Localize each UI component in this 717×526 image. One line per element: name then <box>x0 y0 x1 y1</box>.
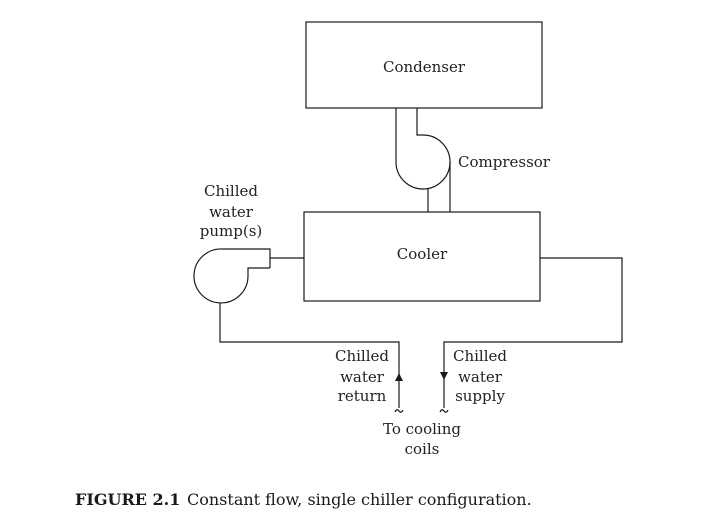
svg-text:water: water <box>340 368 385 386</box>
caption-number: FIGURE 2.1 <box>75 490 180 509</box>
pump-label: Chilled water pump(s) <box>200 182 263 240</box>
coils-label: To cooling coils <box>383 420 461 458</box>
condenser-box <box>305 21 543 109</box>
pump-icon <box>193 248 271 304</box>
svg-text:water: water <box>209 203 254 221</box>
return-label: Chilled water return <box>335 347 389 405</box>
svg-text:pump(s): pump(s) <box>200 222 263 240</box>
compressor-label: Compressor <box>458 153 551 171</box>
svg-text:To cooling: To cooling <box>383 420 461 438</box>
supply-break-icon <box>439 409 449 413</box>
compressor-icon <box>395 108 451 212</box>
svg-text:Chilled: Chilled <box>335 347 389 365</box>
svg-text:Chilled: Chilled <box>204 182 258 200</box>
cooler-label: Cooler <box>397 245 448 263</box>
supply-arrow-icon <box>440 372 448 380</box>
figure-caption: FIGURE 2.1 Constant flow, single chiller… <box>75 490 532 509</box>
svg-text:coils: coils <box>405 440 440 458</box>
svg-text:supply: supply <box>455 387 505 405</box>
svg-text:water: water <box>458 368 503 386</box>
supply-label: Chilled water supply <box>453 347 507 405</box>
cooler-box <box>303 211 541 302</box>
return-arrow-icon <box>395 373 403 381</box>
caption-text: Constant flow, single chiller configurat… <box>187 490 532 509</box>
svg-text:Chilled: Chilled <box>453 347 507 365</box>
supply-pipe <box>443 257 623 408</box>
svg-text:return: return <box>338 387 387 405</box>
return-break-icon <box>394 409 404 413</box>
condenser-label: Condenser <box>383 58 466 76</box>
